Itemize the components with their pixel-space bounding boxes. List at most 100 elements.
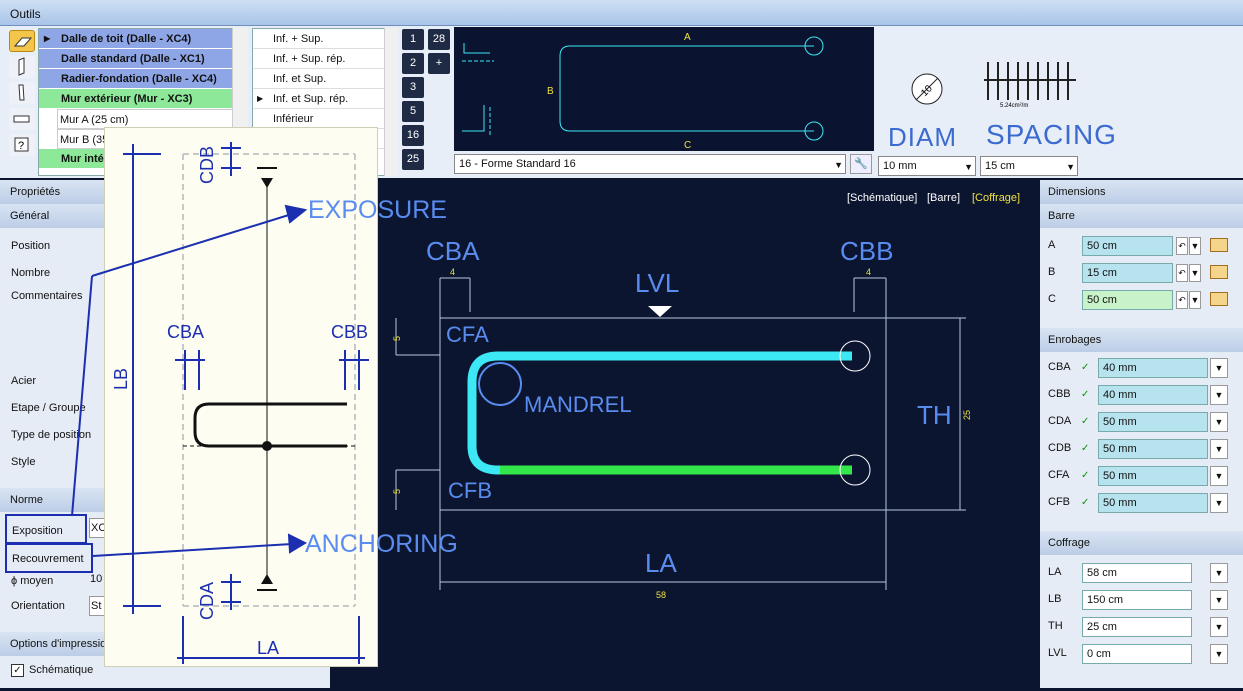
prop-style-label: Style [11, 456, 36, 468]
position-item[interactable]: Inf. et Sup. [253, 69, 397, 89]
position-item[interactable]: Inf. et Sup. rép. ▶ [253, 89, 397, 109]
chevron-down-icon[interactable]: ▼ [1210, 644, 1228, 664]
caret-right-icon: ▶ [257, 94, 264, 103]
overlay-cdb: CDB [197, 146, 217, 184]
position-scrollbar[interactable] [384, 28, 398, 176]
prop-comments-label: Commentaires [11, 290, 83, 302]
chevron-down-icon[interactable]: ▼ [1210, 466, 1228, 486]
dim-label: A [1048, 239, 1056, 251]
chevron-down-icon[interactable]: ▼ [1210, 617, 1228, 637]
position-item[interactable]: Inf. + Sup. [253, 29, 397, 49]
slab-tool-button[interactable] [9, 30, 35, 52]
view-coffrage[interactable]: [Coffrage] [972, 192, 1021, 204]
chevron-down-icon[interactable]: ▼ [1189, 264, 1201, 282]
barre-field[interactable]: 50 cm [1082, 290, 1173, 310]
view-schematique[interactable]: [Schématique] [847, 192, 918, 204]
enrobages-field[interactable]: 40 mm [1098, 385, 1208, 405]
canvas-cbb-label: CBB [840, 236, 894, 266]
dim-cba: 4 [450, 267, 455, 277]
check-icon[interactable]: ✓ [1081, 497, 1090, 508]
category-item[interactable]: Dalle de toit (Dalle - XC4)▶ [39, 29, 247, 49]
number-button[interactable]: 25 [402, 149, 424, 170]
coffrage-field[interactable]: 0 cm [1082, 644, 1192, 664]
chevron-down-icon[interactable]: ▼ [1189, 291, 1201, 309]
category-item[interactable]: Mur extérieur (Mur - XC3) [39, 89, 247, 109]
wrench-button[interactable]: 🔧 [850, 154, 872, 174]
slab-icon [13, 37, 33, 47]
view-barre[interactable]: [Barre] [927, 192, 961, 204]
enrobages-field[interactable]: 40 mm [1098, 358, 1208, 378]
drawing-canvas[interactable]: 4 4 5 5 25 58 CBA CBB LVL CFA CFB MANDRE… [330, 180, 1036, 688]
number-button[interactable]: 16 [402, 125, 424, 146]
canvas-th-label: TH [917, 400, 952, 430]
barre-header: Barre [1040, 204, 1243, 228]
help-tool-button[interactable]: ? [9, 134, 35, 156]
reset-icon[interactable]: ↶ [1176, 291, 1188, 309]
reset-icon[interactable]: ↶ [1176, 237, 1188, 255]
chevron-down-icon[interactable]: ▼ [1210, 493, 1228, 513]
check-icon[interactable]: ✓ [1081, 443, 1090, 454]
reset-icon[interactable]: ↶ [1176, 264, 1188, 282]
help-icon: ? [14, 137, 29, 152]
wall-tool-button[interactable] [9, 56, 35, 78]
chevron-down-icon[interactable]: ▼ [1210, 385, 1228, 405]
check-icon[interactable]: ✓ [1081, 416, 1090, 427]
number-button[interactable]: 3 [402, 77, 424, 98]
preview-label-a: A [684, 32, 691, 43]
exposition-field[interactable]: XC [89, 518, 105, 538]
enrobages-field[interactable]: 50 mm [1098, 439, 1208, 459]
barre-field[interactable]: 15 cm [1082, 263, 1173, 283]
dim-la: 58 [656, 590, 666, 600]
number-button[interactable]: 2 [402, 53, 424, 74]
number-button[interactable]: 5 [402, 101, 424, 122]
dim-label: LVL [1048, 647, 1067, 659]
dim-label: CFB [1048, 496, 1070, 508]
ruler-icon[interactable] [1210, 292, 1228, 306]
position-item[interactable]: Inf. + Sup. rép. [253, 49, 397, 69]
shape-form-select[interactable]: 16 - Forme Standard 16▼ [454, 154, 846, 174]
ruler-icon[interactable] [1210, 265, 1228, 279]
enrobages-field[interactable]: 50 mm [1098, 466, 1208, 486]
dimensions-header: Dimensions [1040, 180, 1243, 204]
check-icon[interactable]: ✓ [1081, 389, 1090, 400]
schematique-checkbox[interactable]: ✓ [11, 664, 24, 677]
dim-label: TH [1048, 620, 1063, 632]
diameter-select[interactable]: 10 mm▼ [878, 156, 976, 176]
chevron-down-icon[interactable]: ▼ [1210, 439, 1228, 459]
spacing-label: SPACING [986, 119, 1117, 150]
schematique-label: Schématique [29, 664, 94, 676]
position-item-label: Inf. et Sup. [273, 73, 327, 85]
column-tool-button[interactable] [9, 82, 35, 104]
barre-field[interactable]: 50 cm [1082, 236, 1173, 256]
dim-bottom: 5 [392, 489, 402, 494]
coffrage-field[interactable]: 150 cm [1082, 590, 1192, 610]
chevron-down-icon[interactable]: ▼ [1210, 358, 1228, 378]
enrobages-field[interactable]: 50 mm [1098, 493, 1208, 513]
category-item[interactable]: Dalle standard (Dalle - XC1) [39, 49, 247, 69]
number-button[interactable]: 28 [428, 29, 450, 50]
chevron-down-icon[interactable]: ▼ [1189, 237, 1201, 255]
enrobages-field[interactable]: 50 mm [1098, 412, 1208, 432]
dim-label: CFA [1048, 469, 1070, 481]
position-item-label: Inf. et Sup. rép. [273, 93, 349, 105]
prop-stage-label: Etape / Groupe [11, 402, 86, 414]
chevron-down-icon: ▼ [1066, 162, 1075, 172]
check-icon[interactable]: ✓ [1081, 362, 1090, 373]
recouvrement-label: Recouvrement [5, 543, 93, 573]
coffrage-field[interactable]: 58 cm [1082, 563, 1192, 583]
beam-tool-button[interactable] [9, 108, 35, 130]
chevron-down-icon[interactable]: ▼ [1210, 412, 1228, 432]
spacing-select[interactable]: 15 cm▼ [980, 156, 1078, 176]
number-button[interactable]: 1 [402, 29, 424, 50]
chevron-down-icon[interactable]: ▼ [1210, 563, 1228, 583]
number-button[interactable]: + [428, 53, 450, 74]
check-icon[interactable]: ✓ [1081, 470, 1090, 481]
ruler-icon[interactable] [1210, 238, 1228, 252]
chevron-down-icon[interactable]: ▼ [1210, 590, 1228, 610]
category-item[interactable]: Radier-fondation (Dalle - XC4) [39, 69, 247, 89]
dim-label: LA [1048, 566, 1062, 578]
coffrage-field[interactable]: 25 cm [1082, 617, 1192, 637]
dim-label: CBB [1048, 388, 1071, 400]
anchoring-annotation: ANCHORING [305, 530, 458, 558]
